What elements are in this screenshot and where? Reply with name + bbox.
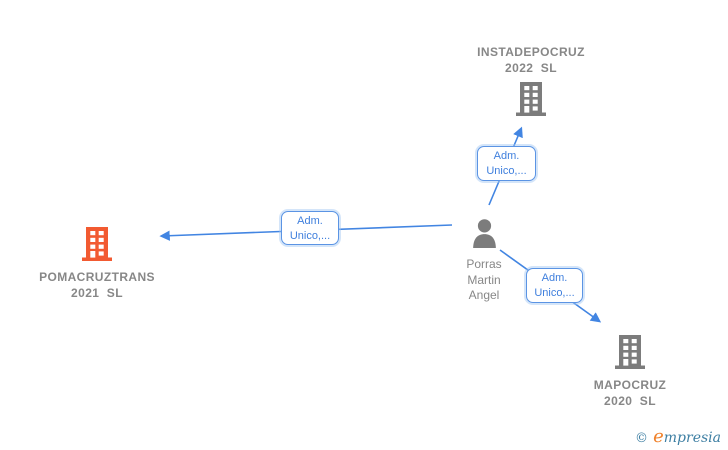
edge-label-adm-unico-instadepocruz[interactable]: Adm. Unico,... [477, 146, 536, 181]
copyright-symbol: © [635, 431, 649, 446]
edge-label-line1: Adm. [493, 150, 520, 162]
edge-label-adm-unico-pomacruztrans[interactable]: Adm. Unico,... [281, 211, 339, 245]
company-name: MAPOCRUZ [593, 378, 667, 392]
node-mapocruz[interactable]: MAPOCRUZ 2020 SL [530, 335, 728, 409]
node-instadepocruz[interactable]: INSTADEPOCRUZ 2022 SL [431, 45, 631, 121]
person-icon [469, 218, 500, 249]
edge-label-line1: Adm. [297, 215, 323, 227]
building-icon [614, 335, 646, 369]
company-year: 2022 SL [505, 60, 557, 75]
edge-label-line2: Unico,... [486, 164, 527, 177]
brand-name: mpresia [663, 430, 721, 446]
brand-initial: e [653, 426, 664, 447]
company-year: 2020 SL [604, 393, 656, 408]
person-name-first: Porras [466, 257, 502, 271]
building-icon [81, 227, 113, 261]
company-name: INSTADEPOCRUZ [477, 45, 585, 59]
edge-label-line2: Unico,... [289, 229, 331, 242]
person-name-middle: Martin [467, 272, 501, 287]
company-year: 2021 SL [71, 285, 123, 300]
node-pomacruztrans[interactable]: POMACRUZTRANS 2021 SL [0, 227, 197, 301]
node-porras-martin-angel[interactable]: Porras Martin Angel [384, 218, 584, 304]
empresia-logo[interactable]: © empresia [635, 426, 721, 447]
edge-label-line2: Unico,... [534, 286, 575, 299]
building-icon [515, 82, 547, 116]
edge-label-line1: Adm. [541, 272, 568, 284]
person-name-last: Angel [468, 288, 500, 302]
company-name: POMACRUZTRANS [39, 270, 155, 284]
edge-label-adm-unico-mapocruz[interactable]: Adm. Unico,... [526, 268, 583, 303]
